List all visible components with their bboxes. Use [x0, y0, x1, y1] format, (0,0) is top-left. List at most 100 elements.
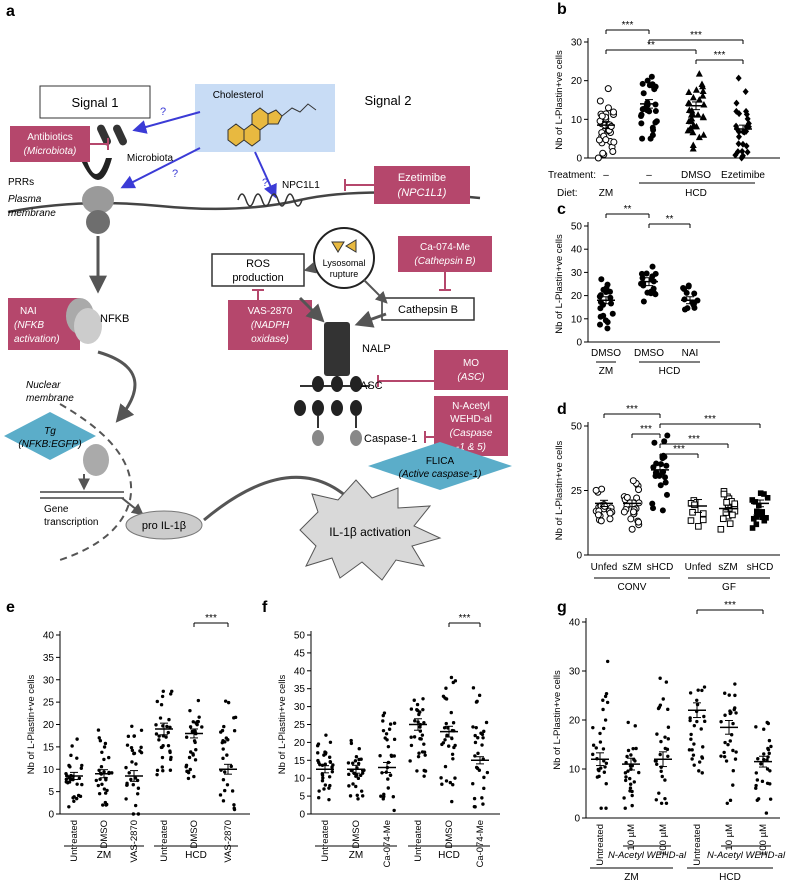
y-tick-label: 15 [294, 756, 306, 767]
data-point [187, 755, 192, 760]
data-point [154, 732, 159, 736]
data-point [97, 791, 102, 796]
data-point [699, 92, 707, 99]
y-tick-label: 40 [43, 631, 55, 642]
data-point [731, 500, 739, 508]
data-point [440, 782, 444, 786]
caspase-label: Caspase-1 [364, 433, 417, 445]
series-group [592, 485, 616, 525]
ros-label-2: production [232, 272, 283, 284]
significance-label: *** [714, 50, 726, 61]
panel-letter: b [557, 1, 567, 18]
il1b-activation-label: IL-1β activation [329, 525, 411, 539]
crystal-icons [331, 239, 357, 253]
data-point [389, 753, 394, 757]
data-point [328, 783, 332, 788]
category-label: Unfed [685, 562, 712, 573]
data-point [104, 776, 108, 781]
data-point [417, 712, 421, 717]
significance-label: *** [688, 434, 700, 445]
plasma-membrane-label-1: Plasma [8, 194, 42, 205]
prrs-label: PRRs [8, 177, 34, 188]
data-point [416, 754, 421, 759]
data-point [753, 521, 760, 528]
arrow-nfkb-nucleus [97, 350, 137, 423]
data-point [449, 675, 454, 680]
category-label: 100 µM [758, 824, 769, 856]
svg-text:oxidase): oxidase) [251, 334, 289, 345]
series-group [94, 728, 114, 807]
question-mark-3: ? [262, 177, 268, 189]
nuclear-membrane-label-2: membrane [26, 393, 74, 404]
series-group [749, 490, 771, 531]
npc1l1-transporter-icon [237, 193, 303, 207]
significance-label: *** [626, 404, 638, 415]
data-point [594, 511, 602, 519]
series-group [649, 432, 671, 514]
data-point [723, 713, 727, 717]
data-point [422, 774, 426, 778]
svg-text:(Microbiota): (Microbiota) [24, 146, 77, 157]
data-point [601, 726, 606, 731]
data-point [760, 779, 765, 784]
diet-label: ZM [599, 188, 613, 199]
y-axis-label: Nb of L-Plastin+ve cells [554, 440, 565, 540]
data-point [359, 789, 364, 793]
data-point [103, 791, 108, 795]
series-group [124, 724, 144, 816]
category-label: DMSO [351, 820, 362, 849]
data-point [476, 736, 480, 740]
data-point [754, 725, 758, 729]
series-group [439, 675, 458, 804]
data-point [662, 474, 669, 481]
y-tick-label: 30 [294, 702, 306, 713]
nalp-label: NALP [362, 343, 391, 355]
cathepsin-label: Cathepsin B [398, 304, 458, 316]
data-point [699, 510, 707, 517]
steroid-rings-icon [227, 103, 317, 147]
svg-text:Antibiotics: Antibiotics [27, 132, 73, 143]
data-point [597, 313, 604, 320]
data-point [702, 714, 706, 719]
significance-label: *** [673, 444, 685, 455]
series-group [684, 70, 708, 152]
data-point [661, 697, 665, 701]
data-point [754, 783, 758, 788]
data-point [763, 515, 769, 521]
data-point [664, 432, 671, 439]
svg-text:Tg: Tg [44, 426, 56, 437]
data-point [657, 791, 661, 795]
data-point [346, 761, 351, 765]
data-point [186, 776, 191, 781]
data-point [726, 742, 730, 747]
data-point [733, 122, 740, 130]
data-point [695, 133, 703, 141]
diet-label: HCD [438, 850, 460, 861]
y-tick-label: 30 [569, 667, 581, 678]
data-point [700, 131, 708, 138]
data-point [695, 70, 703, 77]
data-point [200, 725, 204, 729]
data-point [640, 106, 647, 113]
data-point [139, 750, 144, 755]
data-point [630, 803, 634, 808]
data-point [754, 511, 761, 518]
significance-label: ** [647, 40, 655, 51]
series-group [378, 711, 397, 813]
data-point [728, 739, 732, 743]
data-point [78, 794, 83, 799]
category-label: Untreated [595, 824, 606, 866]
svg-text:(Cathepsin B): (Cathepsin B) [414, 256, 475, 267]
data-point [733, 757, 738, 761]
data-point [160, 765, 165, 769]
category-label: Untreated [692, 824, 703, 866]
category-label: DMSO [591, 348, 621, 359]
data-point [688, 691, 693, 695]
data-point [605, 659, 610, 664]
data-point [164, 735, 168, 739]
data-point [591, 743, 596, 747]
significance-label: *** [690, 30, 702, 41]
series-group [719, 682, 738, 805]
data-point [354, 784, 358, 789]
vas2870-inhibitor: VAS-2870 (NADPH oxidase) [228, 289, 312, 350]
